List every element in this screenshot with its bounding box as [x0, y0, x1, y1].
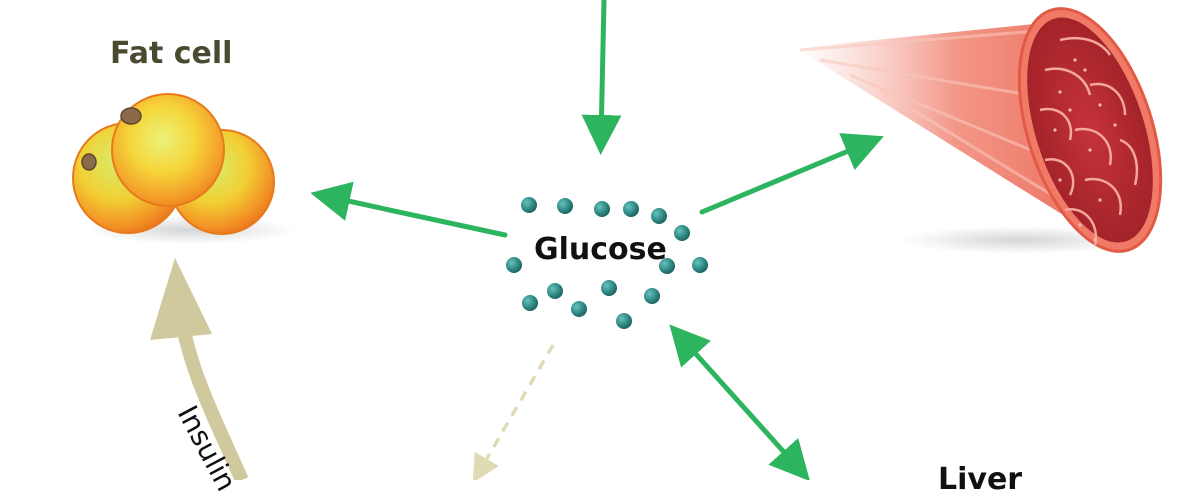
arrow-from-top	[581, 0, 622, 155]
fat-cell-label: Fat cell	[110, 36, 233, 71]
dashed-arrow	[472, 344, 555, 480]
insulin-arrow	[150, 258, 249, 480]
arrow-to-fat-cell	[310, 181, 508, 238]
muscle-fiber-icon	[795, 7, 1163, 254]
glucose-molecules	[506, 197, 708, 329]
arrow-glucose-liver	[669, 324, 811, 480]
arrow-to-muscle	[699, 133, 884, 215]
arrows	[310, 0, 884, 480]
glucose-label: Glucose	[534, 232, 667, 267]
fat-cell-icon	[72, 93, 295, 244]
glucose-diagram	[72, 0, 1163, 480]
